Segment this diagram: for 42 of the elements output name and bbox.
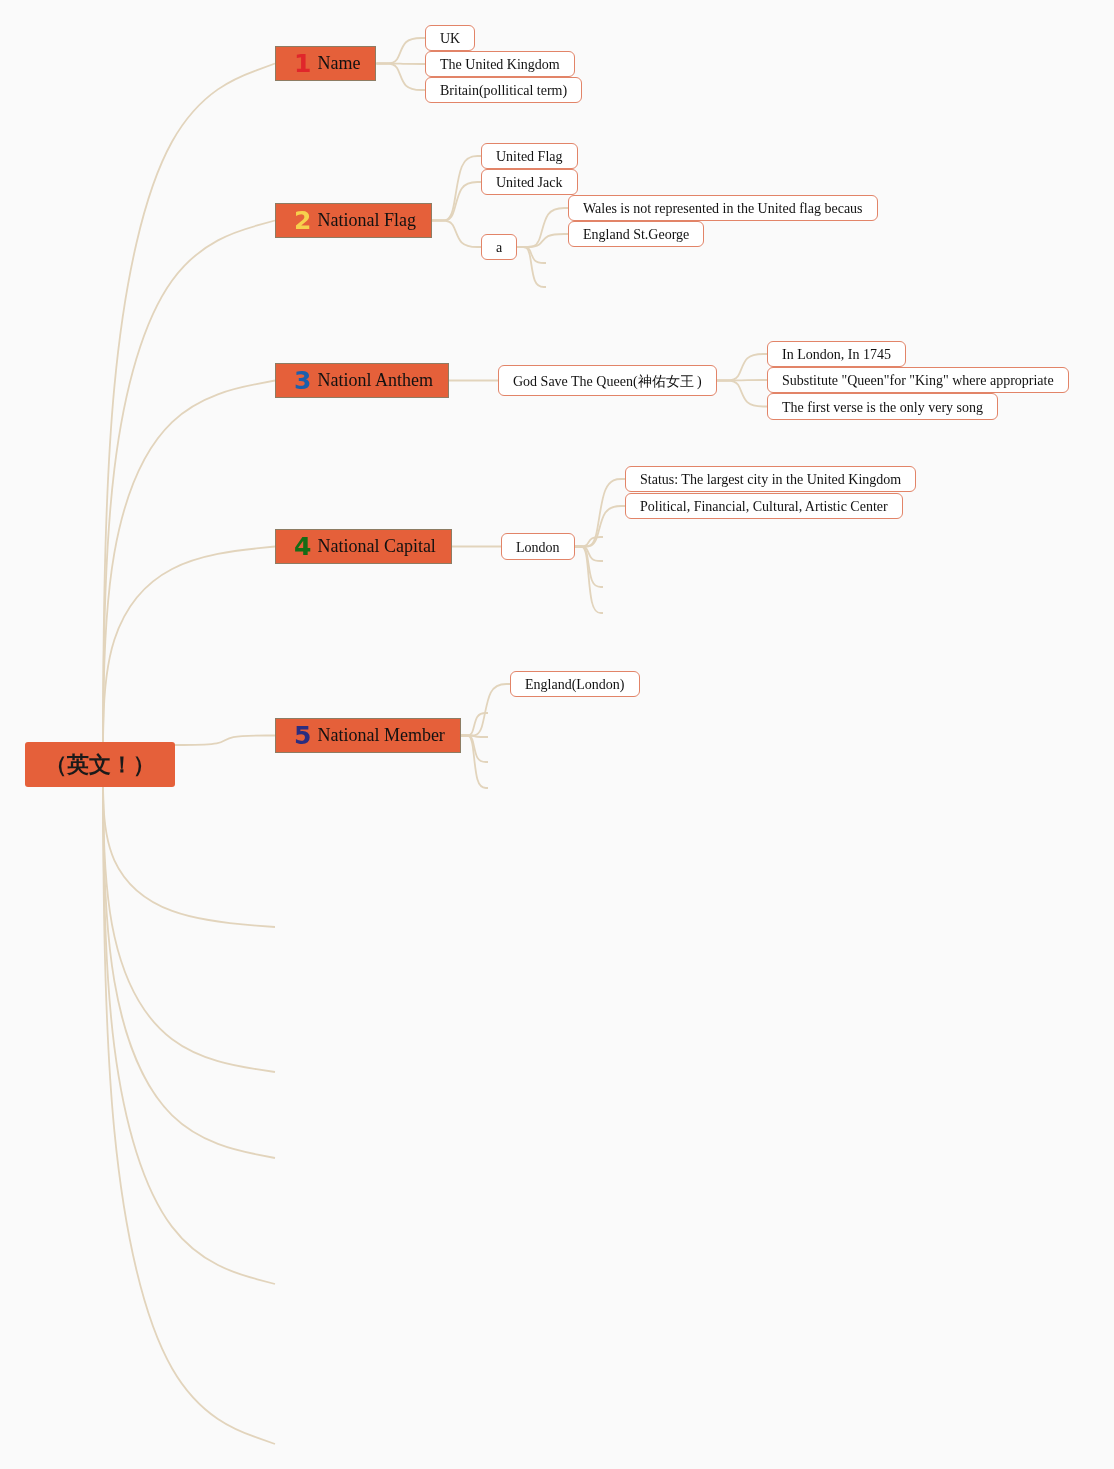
main-topic-box: [275, 363, 449, 398]
central-topic-box: （英文！）: [25, 742, 175, 787]
topic-title: National Capital: [317, 536, 436, 557]
connector-line: [102, 545, 276, 743]
connector-line: [448, 379, 499, 382]
subtopic-box: God Save The Queen(神佑女王 ): [498, 365, 717, 396]
connector-line: [715, 379, 768, 408]
connector-line: [573, 545, 604, 614]
subtopic-box: England(London): [510, 671, 640, 697]
topic-number: 2: [294, 208, 312, 233]
subtopic-box: United Jack: [481, 169, 578, 195]
subtopic-box: a: [481, 234, 518, 260]
topic-title: Name: [317, 53, 361, 74]
subtopic-box: Wales is not represented in the United flag becaus: [568, 195, 878, 221]
connector-line: [174, 734, 276, 746]
topic-title: National Flag: [317, 210, 416, 231]
subtopic-box: United Flag: [481, 143, 578, 169]
topic-number: 4: [294, 534, 312, 559]
subtopic-box: In London, In 1745: [767, 341, 906, 367]
subtopic-box: Political, Financial, Cultural, Artistic Center: [625, 493, 903, 519]
subtopic-box: UK: [425, 25, 476, 51]
topic-title: National Member: [317, 725, 445, 746]
main-topic-box: [275, 46, 377, 81]
subtopic-box: The United Kingdom: [425, 51, 575, 77]
subtopic-box: Britain(pollitical term): [425, 77, 583, 103]
topic-number: 3: [294, 368, 312, 393]
subtopic-box: Status: The largest city in the United Kingdom: [625, 466, 917, 492]
topic-number: 1: [294, 51, 312, 76]
connector-line: [460, 734, 489, 789]
topic-number: 5: [294, 723, 312, 748]
connector-line: [431, 219, 482, 248]
subtopic-box: London: [501, 533, 575, 560]
subtopic-box: The first verse is the only very song: [767, 393, 998, 420]
main-topic-box: [275, 529, 452, 564]
main-topic-box: [275, 203, 432, 238]
connector-line: [516, 246, 547, 288]
connector-line: [451, 545, 502, 548]
subtopic-box: Substitute "Queen"for "King" where appropriate: [767, 367, 1069, 393]
topic-title: Nationl Anthem: [317, 370, 433, 391]
connector-line: [375, 62, 426, 91]
subtopic-box: England St.George: [568, 221, 705, 247]
main-topic-box: [275, 718, 461, 753]
